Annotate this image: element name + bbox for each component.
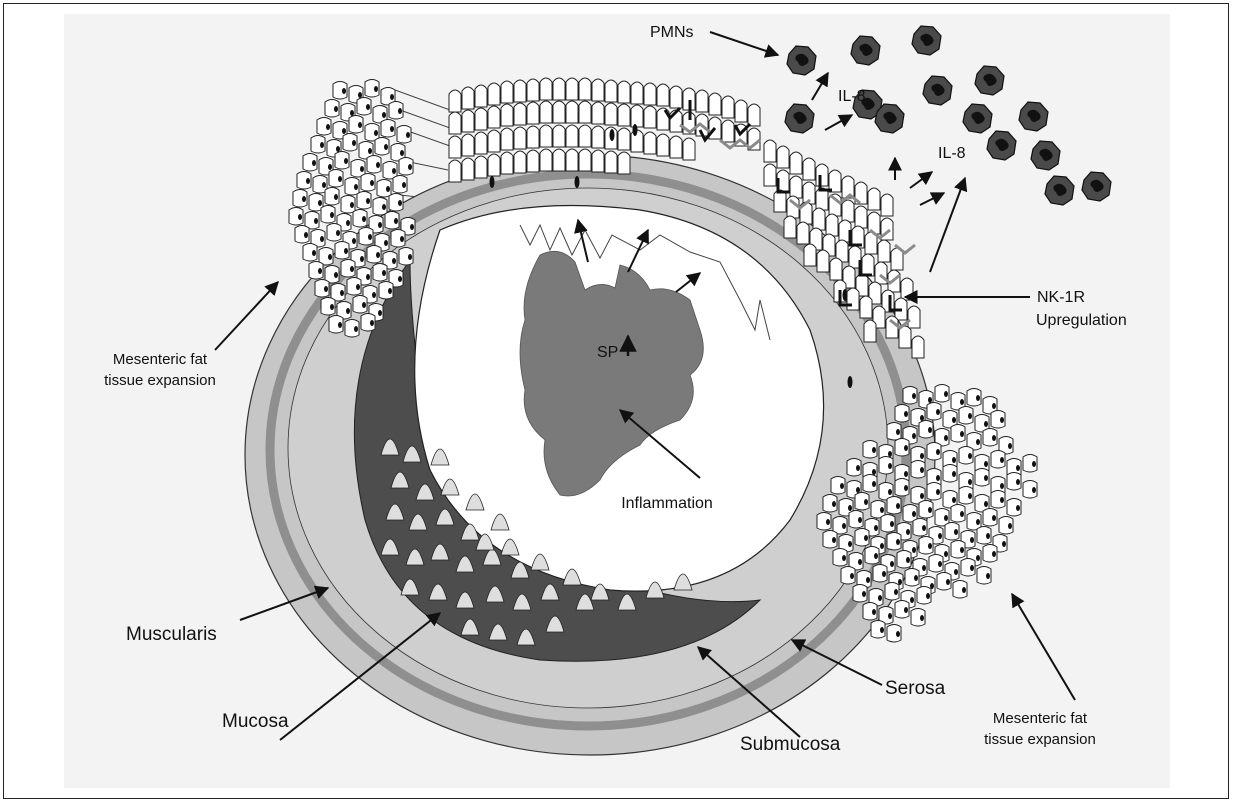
submucosa-label: Submucosa — [740, 734, 841, 755]
inflammation-label: Inflammation — [621, 495, 713, 512]
mesenteric-left-label-line2: tissue expansion — [104, 372, 216, 389]
pmns-label: PMNs — [650, 24, 694, 41]
nk1r-label-line1: NK-1R — [1037, 289, 1085, 306]
sp-label: SP — [597, 344, 618, 361]
nk1r-label-line2: Upregulation — [1036, 312, 1127, 329]
mesenteric-right-arrow — [1012, 594, 1075, 700]
il8-lower-label: IL-8 — [938, 145, 966, 162]
il8-arrow-4 — [910, 172, 932, 188]
mesenteric-right-label-line2: tissue expansion — [984, 731, 1096, 748]
mucosa-label: Mucosa — [222, 711, 289, 732]
mesenteric-left-label-line1: Mesenteric fat — [113, 351, 208, 368]
muscularis-label: Muscularis — [126, 624, 217, 645]
pmns-arrow — [710, 32, 778, 55]
mesenteric-right-label-line1: Mesenteric fat — [993, 710, 1088, 727]
il8-arrow-2 — [825, 115, 852, 130]
il8-arrow-5 — [920, 193, 944, 205]
mesenteric-left-arrow — [215, 282, 278, 350]
il8-arrow-6 — [930, 178, 965, 272]
il8-upper-label: IL-8 — [838, 88, 866, 105]
serosa-label: Serosa — [885, 678, 946, 699]
il8-arrow-1 — [812, 73, 828, 100]
